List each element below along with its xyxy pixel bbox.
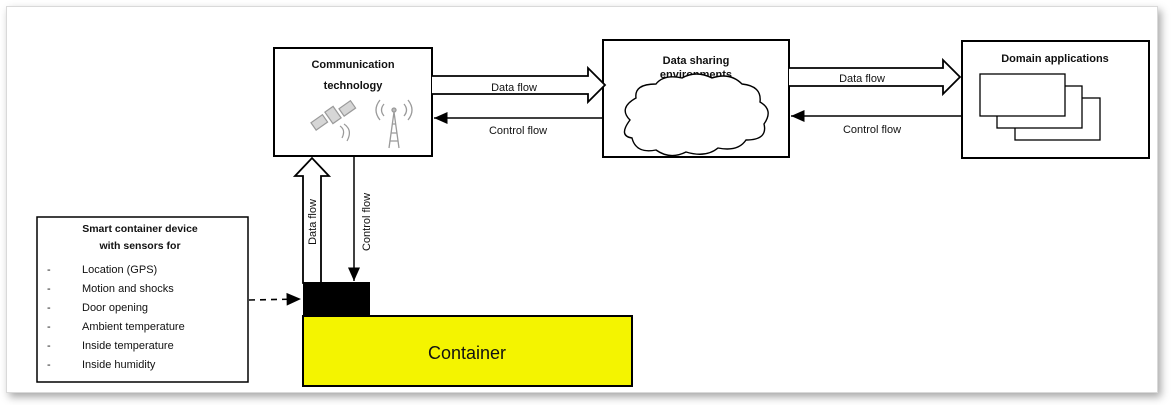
data-flow-label-1: Data flow — [491, 82, 537, 94]
communication-technology-box: Communication technology — [273, 47, 433, 157]
antenna-icon — [375, 99, 413, 149]
device-item-4: Ambient temperature — [82, 321, 185, 333]
control-flow-arrow-1: Control flow — [434, 112, 603, 137]
device-item-bullet: - — [47, 321, 51, 333]
communication-title-1: Communication — [311, 59, 394, 71]
device-item-5: Inside temperature — [82, 340, 174, 352]
data-flow-arrow-2: Data flow — [789, 57, 962, 97]
device-item-bullet: - — [47, 359, 51, 371]
satellite-icon — [310, 99, 357, 142]
device-item-bullet: - — [47, 283, 51, 295]
data-flow-arrow-vertical: Data flow — [292, 156, 332, 284]
device-title-2: with sensors for — [98, 240, 180, 252]
app-window-1 — [979, 73, 1066, 117]
device-item-bullet: - — [47, 264, 51, 276]
data-sharing-box: Data sharing environments — [602, 39, 790, 158]
container-box: Container — [302, 315, 633, 387]
data-flow-label-2: Data flow — [839, 73, 885, 85]
control-flow-arrow-vertical: Control flow — [348, 157, 373, 281]
control-flow-label-vertical: Control flow — [361, 193, 373, 251]
control-flow-label-2: Control flow — [843, 124, 901, 136]
communication-title-2: technology — [324, 80, 384, 92]
smart-device-description-box: Smart container device with sensors for … — [36, 216, 249, 383]
device-item-bullet: - — [47, 302, 51, 314]
device-link-dashed — [248, 292, 302, 306]
smart-device-block — [303, 282, 370, 316]
device-item-2: Motion and shocks — [82, 283, 174, 295]
control-flow-label-1: Control flow — [489, 125, 547, 137]
data-flow-label-vertical: Data flow — [307, 199, 319, 245]
domain-apps-title: Domain applications — [1001, 53, 1109, 65]
device-item-1: Location (GPS) — [82, 264, 157, 276]
device-title-1: Smart container device — [82, 223, 198, 235]
device-item-6: Inside humidity — [82, 359, 156, 371]
data-flow-arrow-1: Data flow — [432, 65, 607, 105]
domain-applications-box: Domain applications — [961, 40, 1150, 159]
container-label: Container — [428, 343, 506, 363]
control-flow-arrow-2: Control flow — [791, 110, 962, 136]
device-item-3: Door opening — [82, 302, 148, 314]
cloud-icon — [623, 73, 769, 157]
data-sharing-title-1: Data sharing — [663, 55, 730, 67]
device-item-bullet: - — [47, 340, 51, 352]
